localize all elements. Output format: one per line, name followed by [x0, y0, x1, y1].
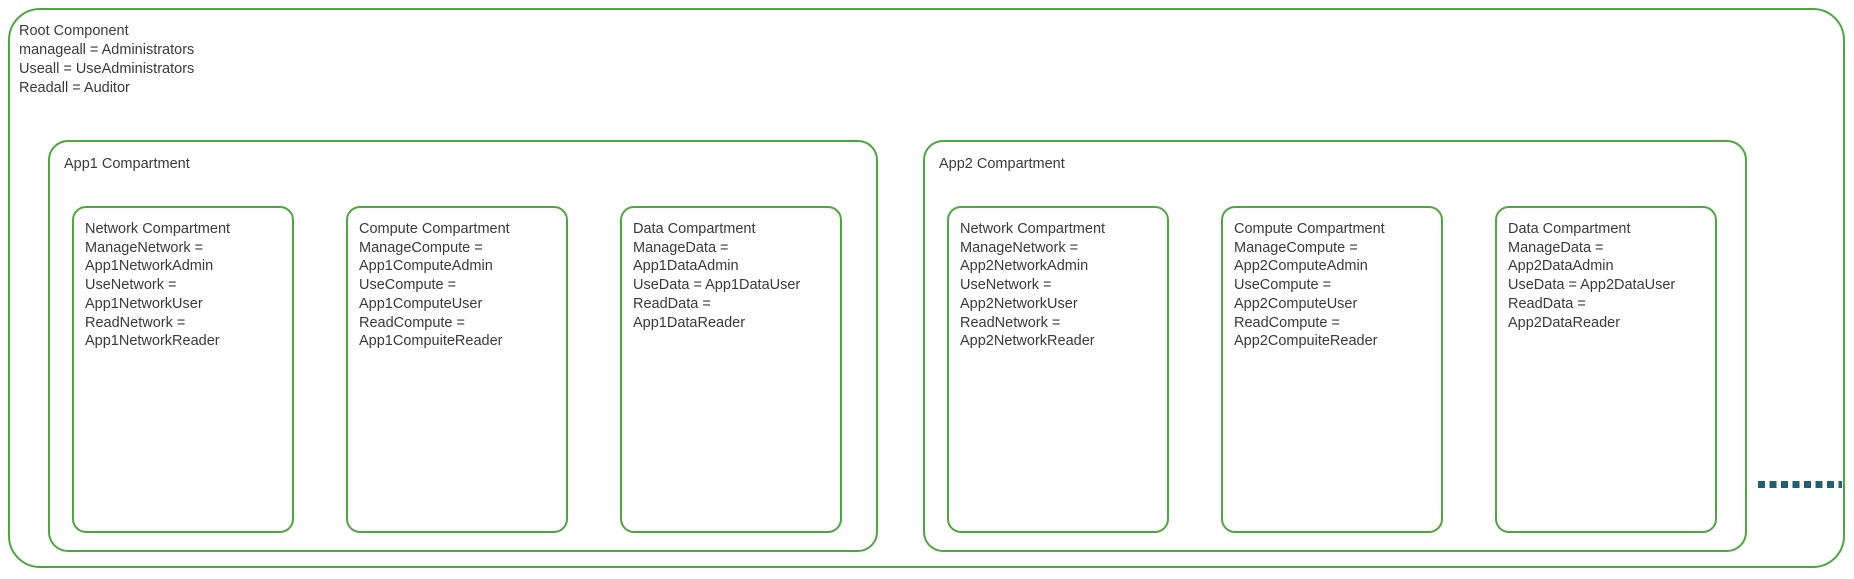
root-policy-useall: Useall = UseAdministrators	[19, 61, 195, 77]
policy-line: App2ComputeAdmin	[1234, 258, 1368, 275]
sub-compartment-title: Data Compartment	[633, 221, 756, 237]
policy-line: UseCompute =	[1234, 277, 1332, 294]
sub-compartment-title: Network Compartment	[960, 221, 1106, 237]
root-title: Root Component	[19, 23, 129, 39]
sub-compartment-title: Compute Compartment	[1234, 221, 1385, 237]
policy-line: App1DataReader	[633, 314, 746, 331]
policy-line: App1ComputeUser	[359, 295, 483, 312]
policy-line: UseData = App1DataUser	[633, 277, 801, 294]
policy-line: ReadData =	[633, 295, 711, 312]
policy-line: ManageData =	[633, 239, 729, 256]
continuation-dots-icon	[1758, 481, 1842, 488]
policy-line: ReadCompute =	[1234, 314, 1340, 331]
policy-line: App2ComputeUser	[1234, 295, 1358, 312]
policy-line: UseCompute =	[359, 277, 457, 294]
policy-line: App2NetworkReader	[960, 333, 1095, 350]
policy-line: ManageNetwork =	[85, 239, 204, 256]
policy-line: App1NetworkUser	[85, 295, 203, 312]
policy-line: App1CompuiteReader	[359, 333, 503, 350]
policy-line: ManageData =	[1508, 239, 1604, 256]
root-compartment-box: Root Component manageall = Administrator…	[8, 8, 1845, 568]
root-policy-manageall: manageall = Administrators	[19, 42, 195, 58]
policy-line: App1DataAdmin	[633, 258, 739, 275]
policy-line: ReadNetwork =	[85, 314, 186, 331]
policy-line: UseData = App2DataUser	[1508, 277, 1676, 294]
policy-line: ReadCompute =	[359, 314, 465, 331]
sub-compartment-title: Compute Compartment	[359, 221, 510, 237]
sub-compartment-title: Network Compartment	[85, 221, 231, 237]
policy-line: ReadNetwork =	[960, 314, 1061, 331]
policy-line: ReadData =	[1508, 295, 1586, 312]
policy-line: App1NetworkReader	[85, 333, 220, 350]
policy-line: ManageNetwork =	[960, 239, 1079, 256]
policy-line: ManageCompute =	[359, 239, 483, 256]
policy-line: App1NetworkAdmin	[85, 258, 214, 275]
policy-line: App1ComputeAdmin	[359, 258, 493, 275]
policy-line: App2DataReader	[1508, 314, 1621, 331]
policy-line: App2DataAdmin	[1508, 258, 1614, 275]
policy-line: ManageCompute =	[1234, 239, 1358, 256]
policy-line: UseNetwork =	[85, 277, 177, 294]
sub-compartment-title: Data Compartment	[1508, 221, 1631, 237]
root-policy-block: Root Component manageall = Administrator…	[19, 22, 194, 98]
root-policy-readall: Readall = Auditor	[19, 80, 130, 96]
policy-line: UseNetwork =	[960, 277, 1052, 294]
app-compartment-title: App2 Compartment	[939, 156, 1065, 172]
app-compartment-title: App1 Compartment	[64, 156, 190, 172]
policy-line: App2NetworkUser	[960, 295, 1078, 312]
policy-line: App2NetworkAdmin	[960, 258, 1089, 275]
policy-line: App2CompuiteReader	[1234, 333, 1378, 350]
